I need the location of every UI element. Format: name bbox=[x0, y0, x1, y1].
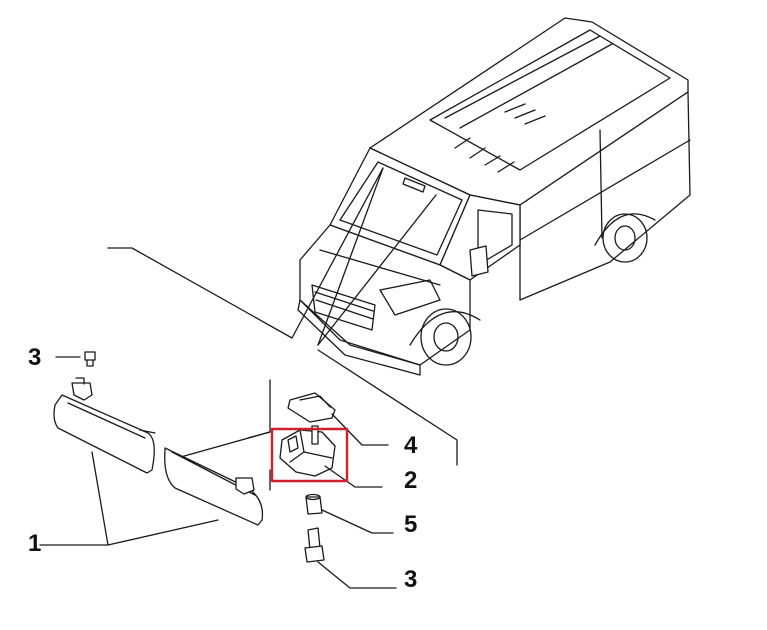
callout-visors: 1 bbox=[28, 530, 42, 557]
leader-lines bbox=[107, 167, 458, 491]
nut-part bbox=[305, 493, 394, 534]
clip-part bbox=[287, 392, 389, 446]
callout-nut: 5 bbox=[404, 511, 418, 538]
callout-clip: 4 bbox=[404, 432, 418, 459]
bracket-part bbox=[279, 425, 383, 488]
screw-bottom bbox=[304, 527, 397, 589]
callout-bracket: 2 bbox=[404, 467, 418, 494]
sun-visors bbox=[39, 377, 264, 546]
van-illustration bbox=[297, 17, 691, 376]
callout-screw-bottom: 3 bbox=[404, 566, 418, 593]
highlight-box bbox=[270, 427, 349, 483]
callout-screw-top: 3 bbox=[28, 344, 42, 371]
screw-top bbox=[55, 351, 96, 367]
